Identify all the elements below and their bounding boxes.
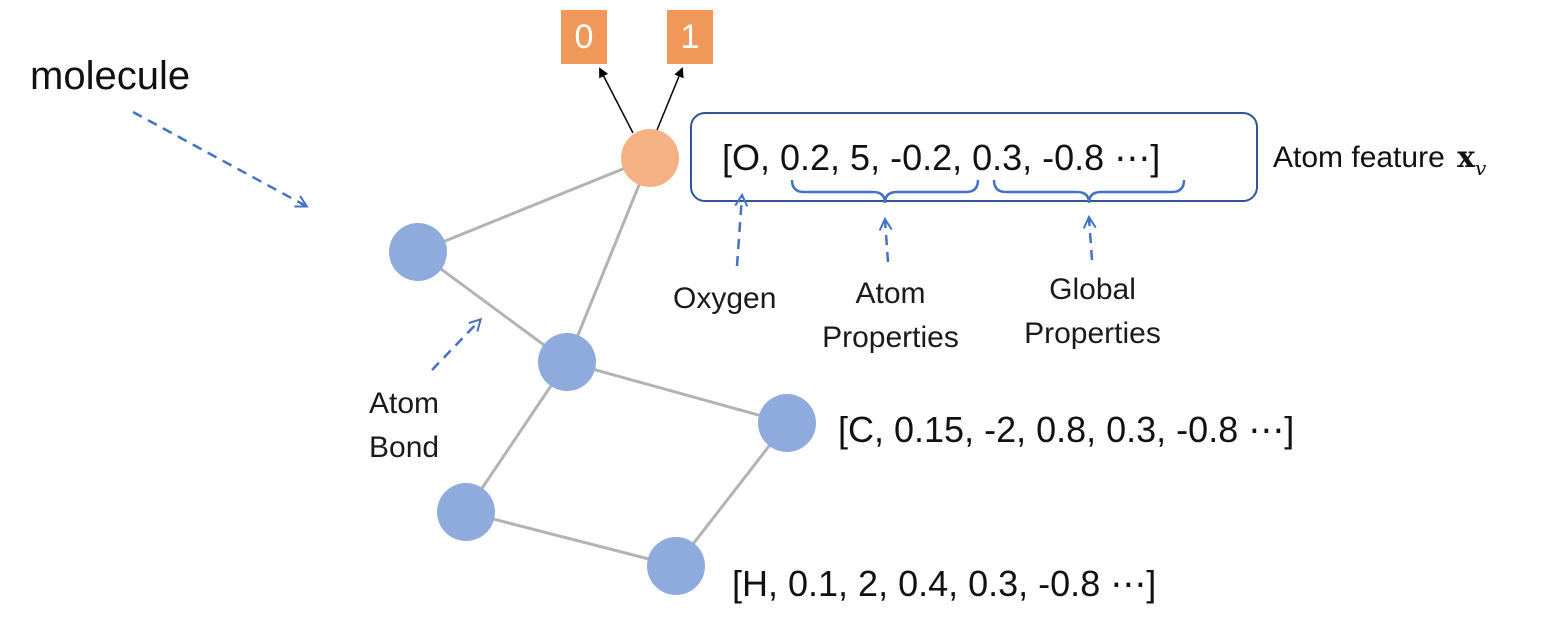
oxygen-node <box>621 129 679 187</box>
global-properties-line-2: Properties <box>1024 317 1161 350</box>
output-label-0-text: 0 <box>574 17 594 56</box>
carbon-node <box>758 394 816 452</box>
output-label-1: 1 <box>667 10 713 64</box>
bond-n4-n5 <box>465 510 677 568</box>
bond-o-n2 <box>565 157 652 363</box>
atom-properties-brace <box>790 179 980 204</box>
feature-symbol: x <box>1457 140 1475 175</box>
bond-n1-n2 <box>417 250 568 364</box>
global-properties-brace <box>992 179 1186 204</box>
global-properties-label: Global Properties <box>1010 268 1175 356</box>
global-properties-line-1: Global <box>1049 273 1136 306</box>
atom-properties-label: Atom Properties <box>808 272 973 360</box>
bond-n2-n3 <box>566 360 788 425</box>
atom-bond-line-1: Atom <box>369 387 440 420</box>
atom-node-2 <box>538 333 596 391</box>
oxygen-pointer-arrow <box>737 196 742 267</box>
carbon-vector-text: [C, 0.15, -2, 0.8, 0.3, -0.8 ⋯] <box>838 409 1295 450</box>
bond-n2-n4 <box>464 361 569 513</box>
atom-properties-pointer-arrow <box>885 220 888 263</box>
output-label-1-text: 1 <box>680 17 700 56</box>
atom-node-4 <box>437 483 495 541</box>
hydrogen-vector-text: [H, 0.1, 2, 0.4, 0.3, -0.8 ⋯] <box>732 563 1157 604</box>
output-arrow-1 <box>656 67 684 131</box>
atom-properties-line-2: Properties <box>822 321 959 354</box>
hydrogen-node <box>647 537 705 595</box>
feature-caption-text: Atom feature <box>1273 141 1445 174</box>
bond-n3-n5 <box>674 422 789 567</box>
oxygen-label: Oxygen <box>673 282 777 315</box>
bond-o-n1 <box>417 156 651 254</box>
atom-node-1 <box>389 223 447 281</box>
feature-vector-text: [O, 0.2, 5, -0.2, 0.3, -0.8 ⋯] <box>722 137 1161 178</box>
output-label-0: 0 <box>561 10 607 64</box>
output-arrow-0 <box>599 67 634 134</box>
feature-box <box>690 112 1258 202</box>
atom-bond-label: Atom Bond <box>369 382 439 470</box>
atom-bond-pointer-arrow <box>431 320 480 371</box>
bonds <box>417 156 789 568</box>
feature-subscript: v <box>1475 156 1487 180</box>
molecule-pointer-arrow <box>132 110 306 206</box>
molecule-label: molecule <box>30 54 191 98</box>
feature-caption: Atom feature xv <box>1273 140 1486 179</box>
atom-bond-line-2: Bond <box>369 431 440 464</box>
global-properties-pointer-arrow <box>1089 218 1092 261</box>
atom-properties-line-1: Atom <box>855 277 926 310</box>
